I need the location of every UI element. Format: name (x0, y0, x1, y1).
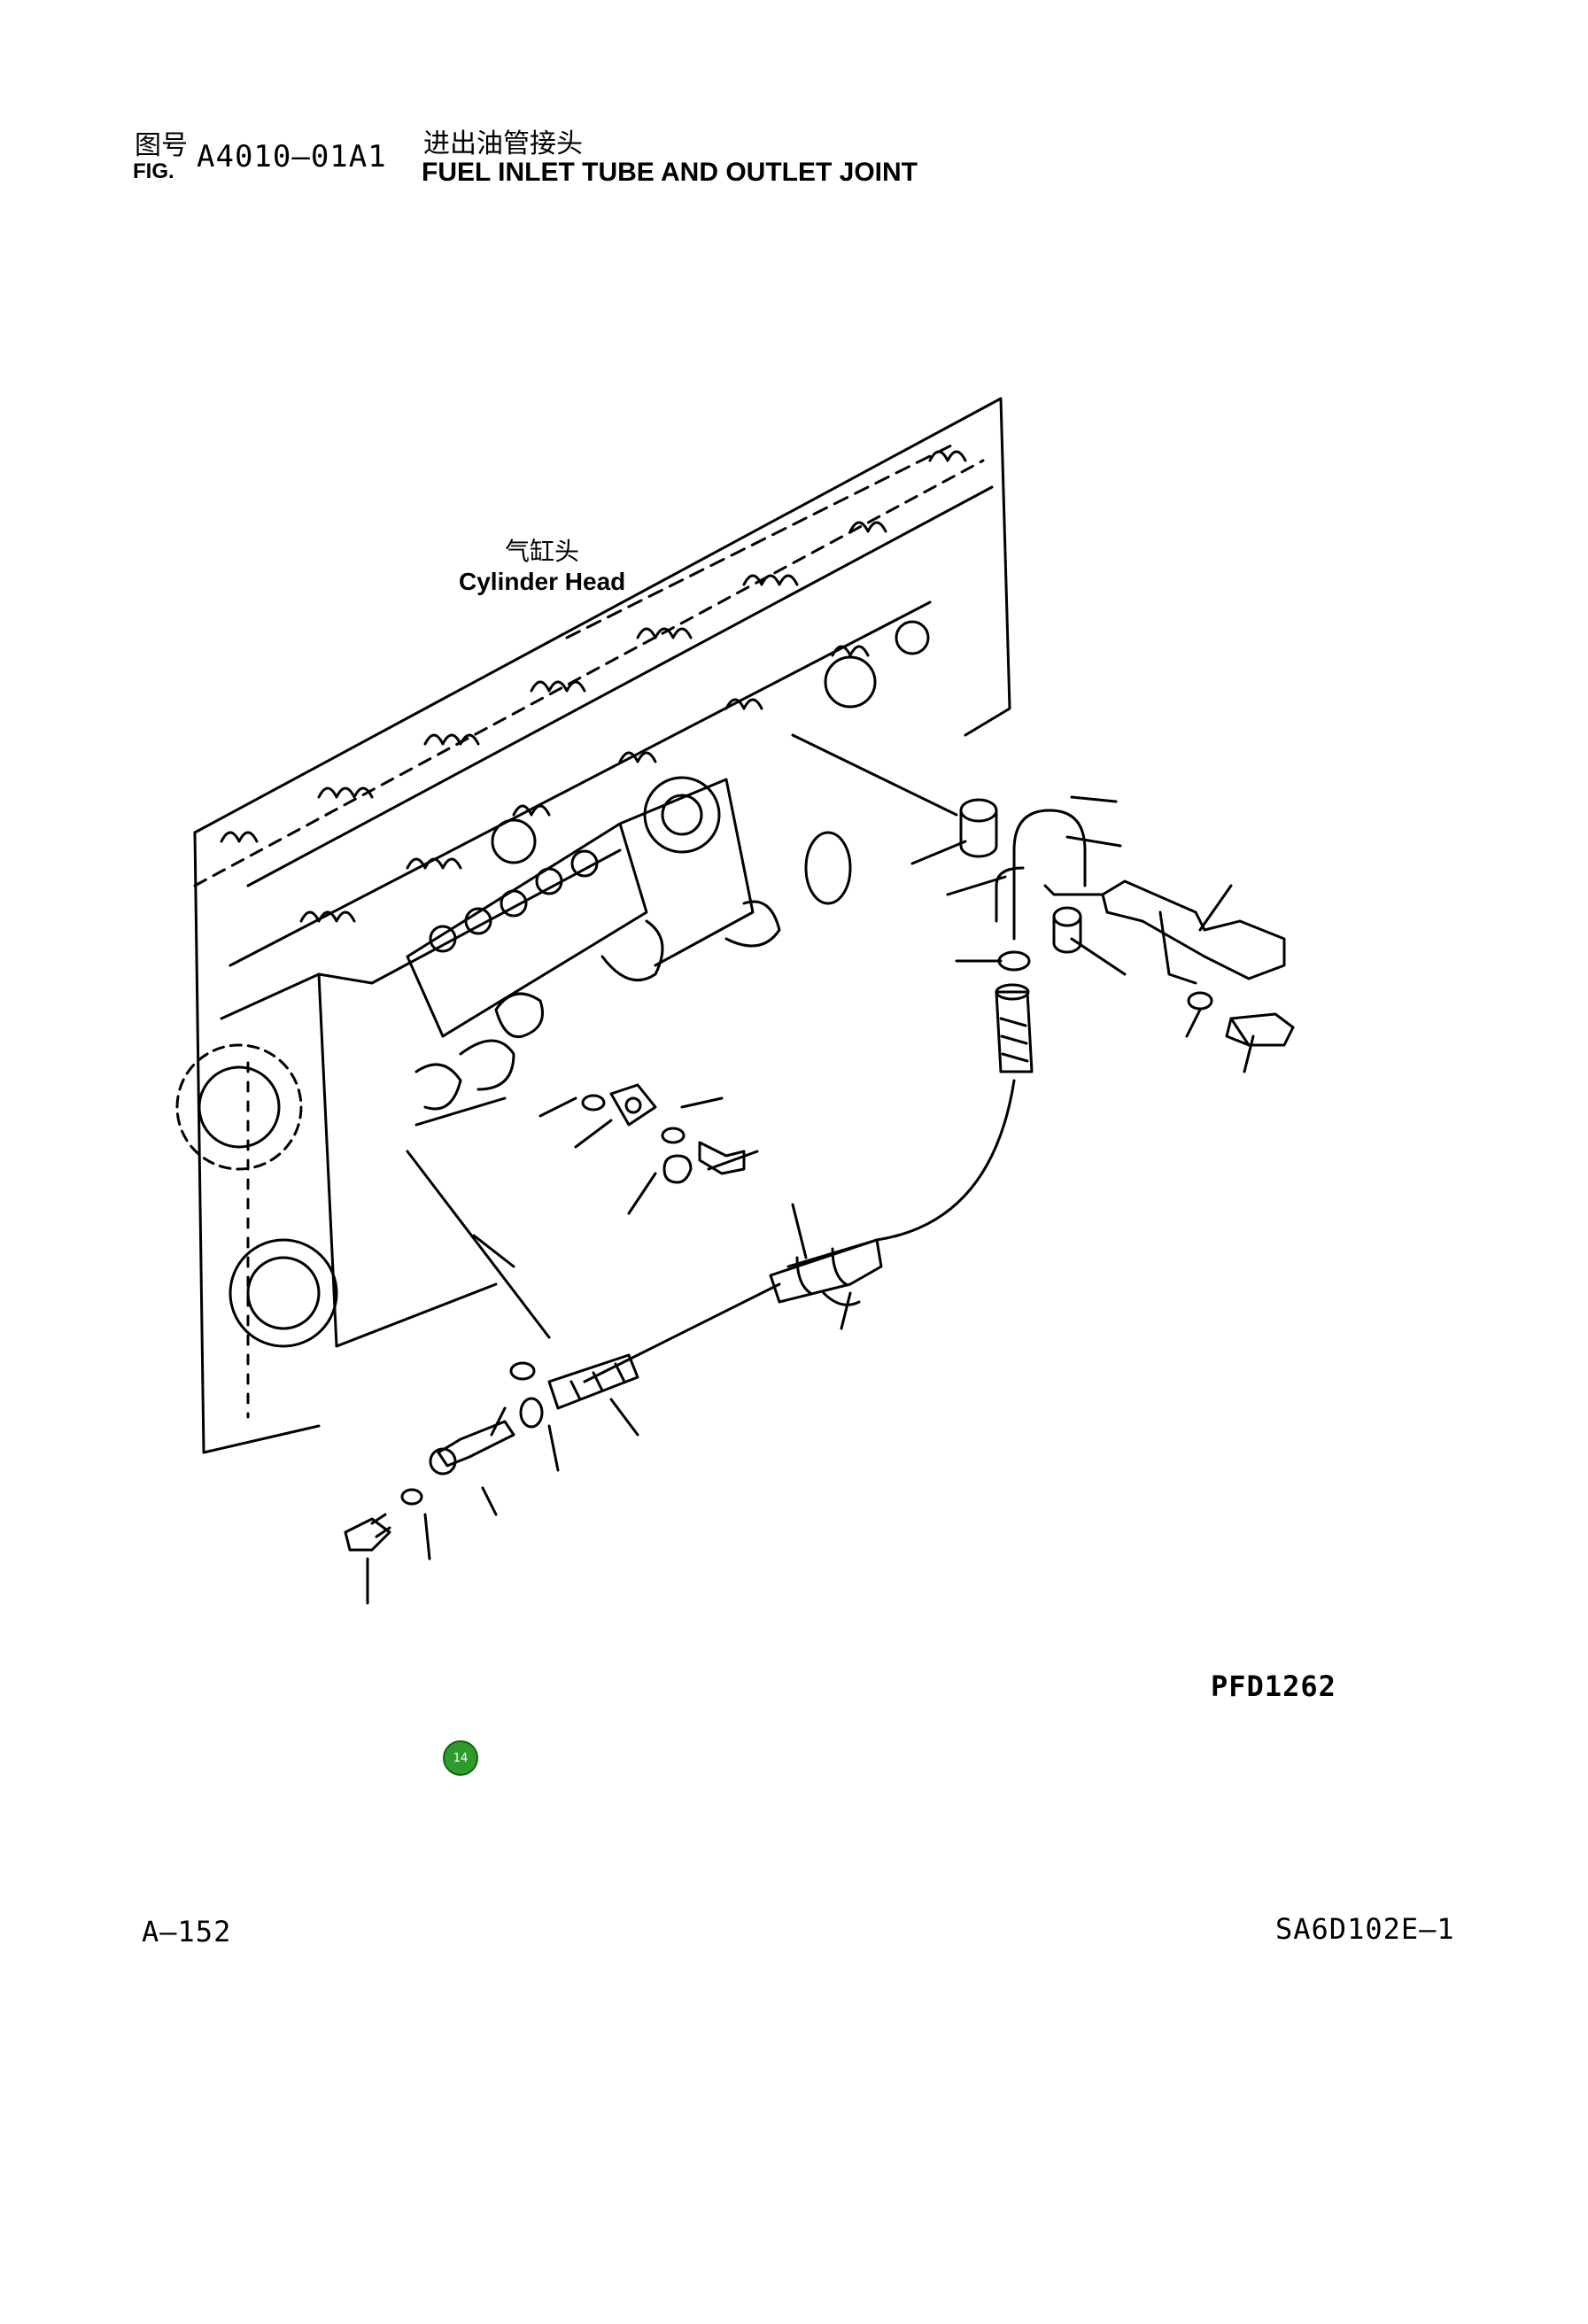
marker-label: 14 (453, 1751, 469, 1765)
fig-label-en: FIG. (133, 159, 174, 183)
callout-cn: 气缸头 (505, 538, 579, 565)
fig-number: A4010–01A1 (197, 139, 387, 174)
fig-label-cn: 图号 (135, 130, 188, 161)
title-en: FUEL INLET TUBE AND OUTLET JOINT (422, 158, 918, 187)
model-code: SA6D102E–1 (1275, 1912, 1455, 1946)
callout-leader-lines (366, 795, 1255, 1605)
callout-en: Cylinder Head (459, 568, 625, 595)
parts (344, 798, 1295, 1552)
page-number: A–152 (142, 1915, 232, 1948)
title-cn: 进出油管接头 (423, 128, 583, 159)
drawing-code: PFD1262 (1211, 1669, 1336, 1703)
page-marker-badge[interactable]: 14 (443, 1740, 478, 1776)
engine-block-drawing (175, 397, 1011, 1454)
